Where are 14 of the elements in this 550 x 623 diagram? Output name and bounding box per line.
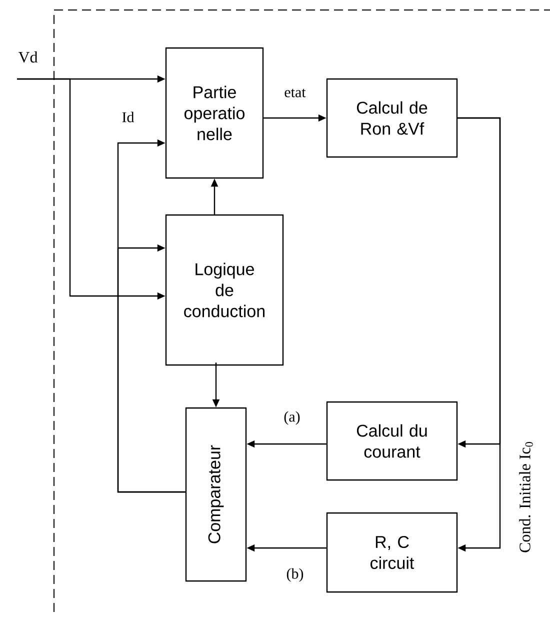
comparator-box: Comparateur — [185, 407, 247, 582]
side-label: Cond. Initiale Ic$_{0}$ — [519, 442, 533, 552]
process-box: Calcul du courant — [326, 401, 458, 481]
edge-label: (b) — [285, 567, 305, 583]
input-label: Vd — [18, 51, 38, 63]
arrow — [117, 244, 186, 493]
process-box: Calcul de Ron &Vf — [326, 78, 458, 158]
process-box: Partie operatio nelle — [165, 47, 264, 179]
arrow — [458, 117, 501, 552]
process-box: R, C circuit — [326, 512, 458, 593]
edge-label: etat — [283, 88, 307, 98]
edge-label: (a) — [282, 410, 302, 426]
process-box: Logique de conduction — [165, 214, 284, 366]
edge-label: Id — [120, 110, 136, 124]
